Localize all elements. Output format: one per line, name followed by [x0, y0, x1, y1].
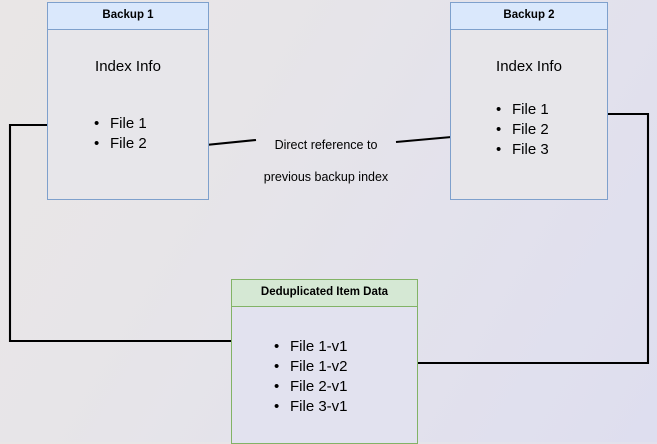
- node-backup-2-body-title: Index Info: [496, 57, 562, 75]
- node-backup-1[interactable]: Backup 1 Index Info File 1 File 2: [47, 2, 209, 200]
- edge-label-line-2: previous backup index: [263, 170, 389, 184]
- list-item: File 3-v1: [274, 397, 348, 417]
- list-item: File 1: [94, 114, 147, 134]
- node-backup-1-header: Backup 1: [48, 3, 208, 30]
- node-backup-1-body: Index Info File 1 File 2: [48, 30, 208, 200]
- node-dedup-body: File 1-v1 File 1-v2 File 2-v1 File 3-v1: [232, 307, 417, 444]
- list-item: File 1: [496, 100, 549, 120]
- node-backup-2-header: Backup 2: [451, 3, 607, 30]
- node-deduplicated-item-data[interactable]: Deduplicated Item Data File 1-v1 File 1-…: [231, 279, 418, 444]
- node-backup-1-file-list: File 1 File 2: [94, 114, 147, 154]
- edge-label-line-1: Direct reference to: [274, 138, 378, 152]
- node-dedup-header: Deduplicated Item Data: [232, 280, 417, 307]
- node-backup-2-body: Index Info File 1 File 2 File 3: [451, 30, 607, 200]
- list-item: File 1-v1: [274, 337, 348, 357]
- node-backup-2[interactable]: Backup 2 Index Info File 1 File 2 File 3: [450, 2, 608, 200]
- edge-backup2-to-dedup: [373, 112, 650, 367]
- list-item: File 3: [496, 140, 549, 160]
- list-item: File 1-v2: [274, 357, 348, 377]
- edge-label-direct-reference: Direct reference to previous backup inde…: [250, 121, 402, 201]
- node-dedup-file-list: File 1-v1 File 1-v2 File 2-v1 File 3-v1: [274, 337, 348, 417]
- node-backup-1-body-title: Index Info: [95, 57, 161, 75]
- list-item: File 2: [496, 120, 549, 140]
- list-item: File 2-v1: [274, 377, 348, 397]
- list-item: File 2: [94, 134, 147, 154]
- node-backup-2-file-list: File 1 File 2 File 3: [496, 100, 549, 160]
